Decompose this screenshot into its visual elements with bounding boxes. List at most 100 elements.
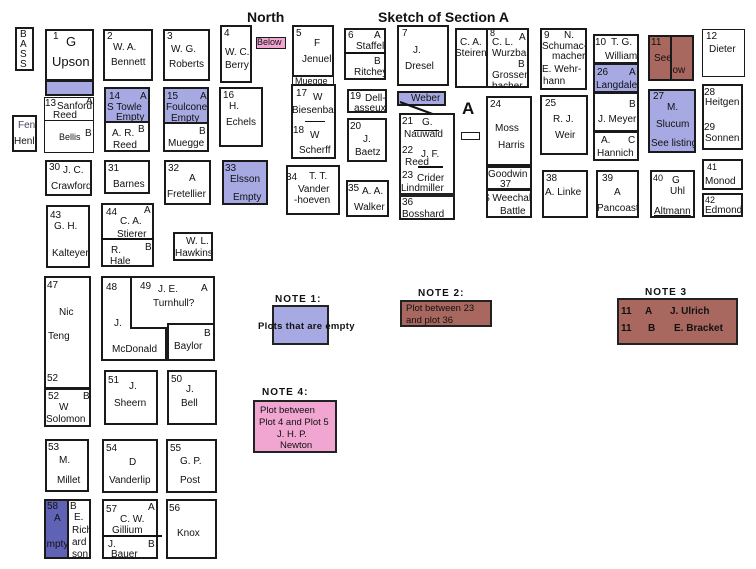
plot-text: Schumac- xyxy=(542,41,587,52)
plot-bass[interactable]: B A S S xyxy=(15,27,34,71)
plot-1[interactable]: 1 G Upson xyxy=(45,29,94,81)
plot-53[interactable]: 53 M. Millet xyxy=(45,439,89,492)
plot-text: Knox xyxy=(177,528,200,539)
plot-text: W xyxy=(313,92,323,103)
plot-7[interactable]: 7 J. Dresel xyxy=(397,25,449,86)
note-1-text: Plots that are empty xyxy=(258,321,355,332)
plot-25[interactable]: 25 R. J. Weir xyxy=(540,95,588,155)
plot-38[interactable]: 38 A. Linke xyxy=(542,170,588,218)
plot-text: Turnhull? xyxy=(153,298,195,309)
plot-33[interactable]: 33 Elsson Empty xyxy=(222,160,268,205)
plot-text: A xyxy=(200,91,207,102)
plot-35[interactable]: 35 A. A. Walker xyxy=(346,180,389,217)
plot-steiren[interactable]: C. A. Steiren xyxy=(455,28,490,88)
plot-41[interactable]: 41 Monod xyxy=(702,159,743,190)
plot-2[interactable]: 2 W. A. Bennett xyxy=(103,29,153,81)
plot-text: ard xyxy=(72,537,87,548)
plot-newton-below[interactable]: Below xyxy=(256,37,286,49)
plot-text: A xyxy=(144,205,151,216)
plot-number: 54 xyxy=(106,443,118,454)
plot-hannich[interactable]: A. C Hannich xyxy=(593,131,639,161)
plot-9[interactable]: 9 N. Schumac- macher E. Wehr- hann xyxy=(540,28,587,90)
plot-10[interactable]: 10 T. G. Williams xyxy=(593,34,639,64)
plot-24[interactable]: 24 Moss Harris xyxy=(486,96,532,166)
plot-57[interactable]: 57 A C. W. Gillium J. B Bauer xyxy=(102,499,158,559)
note-4-line1: Plot between xyxy=(260,405,315,416)
plot-49b[interactable]: B Baylor xyxy=(167,323,215,361)
plot-31[interactable]: 31 Barnes xyxy=(104,160,150,194)
note-3-sub: A xyxy=(645,306,653,317)
plot-number: 13 xyxy=(45,98,57,109)
plot-text: Echels xyxy=(226,117,257,128)
plot-26b[interactable]: B J. Meyer xyxy=(593,92,639,132)
plot-30[interactable]: 30 J. C. Crawford xyxy=(45,160,92,196)
plot-hawkins[interactable]: W. L. Hawkins xyxy=(173,232,213,261)
plot-15b[interactable]: B Muegge xyxy=(163,122,209,152)
plot-47[interactable]: 47 Nic Teng 52 xyxy=(44,276,91,389)
plot-number: 23 xyxy=(402,170,414,181)
plot-51[interactable]: 51 J. Sheern xyxy=(104,370,158,425)
plot-32[interactable]: 32 A Fretellier xyxy=(164,160,211,205)
plot-text: J. xyxy=(114,318,122,329)
plot-number: 58 xyxy=(47,501,59,512)
plot-text: Staffel xyxy=(356,41,385,52)
plot-text: B xyxy=(148,539,155,550)
plot-text: Weber xyxy=(411,93,441,104)
plot-12[interactable]: 12 Dieter xyxy=(702,29,745,77)
plot-text: A. Linke xyxy=(545,187,582,198)
plot-37[interactable]: Goodwin 37 xyxy=(486,166,532,190)
plot-27[interactable]: 27 M. Slucum See listing xyxy=(648,89,696,153)
plot-6[interactable]: 6 A Staffel B Ritchey xyxy=(344,28,386,80)
plot-text: Harris xyxy=(498,140,525,151)
plot-between-23-36[interactable] xyxy=(399,193,455,197)
plot-44[interactable]: 44 A C. A. Stierer B R. Hale xyxy=(101,203,154,267)
plot-text: A xyxy=(148,502,155,513)
plot-43[interactable]: 43 G. H. Kalteyer xyxy=(46,205,90,268)
plot-fen-henl[interactable]: Fen Henl xyxy=(12,115,37,152)
plot-11b[interactable]: Below xyxy=(670,35,694,81)
plot-16[interactable]: 16 H. Echels xyxy=(219,87,263,147)
plot-1-empty-strip[interactable] xyxy=(45,80,94,96)
note-3-sub: B xyxy=(648,323,656,334)
plot-text: Reed xyxy=(113,140,137,151)
plot-weechal-battle[interactable]: $ Weechal Battle xyxy=(486,189,532,218)
plot-number: 15 xyxy=(167,91,179,102)
plot-14a[interactable]: 14 A S Towle Empty xyxy=(104,87,150,123)
plot-42[interactable]: 42 Edmonds xyxy=(702,193,743,217)
plot-text: M. xyxy=(59,455,71,466)
plot-number: 17 xyxy=(296,88,308,99)
plot-11a[interactable]: 11 See xyxy=(648,35,672,81)
plot-8[interactable]: 8 A C. L. Wurzba. B Grossen bacher xyxy=(486,28,529,88)
plot-text: Pancoast xyxy=(597,203,639,214)
plot-28-29[interactable]: 28 Heitgen 29 Sonnen xyxy=(702,84,743,150)
divider xyxy=(418,166,443,168)
plot-56[interactable]: 56 Knox xyxy=(166,499,217,559)
plot-58b[interactable]: B E. Rich ard son xyxy=(67,499,91,559)
plot-15a[interactable]: 15 A Foulconer Empty xyxy=(163,87,209,124)
plot-14b[interactable]: B A. R. Reed xyxy=(104,121,150,152)
plot-5[interactable]: 5 F Jenuel xyxy=(292,25,334,77)
plot-text: W. C. xyxy=(225,47,250,58)
plot-13b[interactable]: B Bellis xyxy=(44,120,94,153)
plot-13a[interactable]: 13 A Sanford Reed xyxy=(44,97,94,121)
plot-text: Post xyxy=(180,475,201,486)
plot-34[interactable]: 34 T. T. Vander -hoeven xyxy=(286,165,340,215)
plot-26[interactable]: 26 A Langdale xyxy=(593,63,639,93)
plot-39[interactable]: 39 A Pancoast xyxy=(596,170,639,218)
plot-54[interactable]: 54 D Vanderlip xyxy=(102,439,158,493)
plot-19[interactable]: 19 Dell- asseux xyxy=(347,89,387,113)
note-3-plot: 11 xyxy=(621,323,632,334)
plot-number: 3 xyxy=(167,31,173,42)
plot-40[interactable]: 40 G Uhl Altmann xyxy=(650,170,695,218)
plot-50[interactable]: 50 J. Bell xyxy=(167,370,217,425)
note-2-line1: Plot between 23 xyxy=(406,303,475,314)
plot-55[interactable]: 55 G. P. Post xyxy=(166,439,217,493)
plot-52[interactable]: 52 B W Solomon xyxy=(44,388,91,427)
plot-weber[interactable]: Weber xyxy=(397,91,446,106)
plot-3[interactable]: 3 W. G. Roberts xyxy=(163,29,210,81)
plot-20[interactable]: 20 J. Baetz xyxy=(347,118,387,162)
plot-58a[interactable]: 58 A Empty xyxy=(44,499,69,559)
plot-4[interactable]: 4 W. C. Berry xyxy=(220,25,252,83)
plot-text: J. xyxy=(363,134,371,145)
plot-text: Bennett xyxy=(111,57,146,68)
